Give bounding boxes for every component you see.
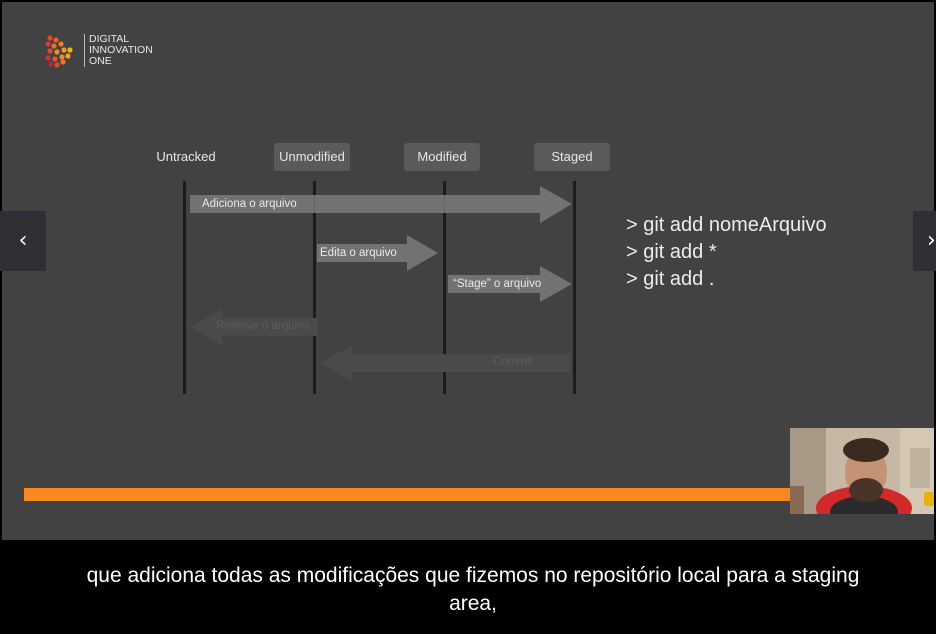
- slide-progress-bar: [24, 488, 793, 501]
- state-unmodified: Unmodified: [274, 143, 350, 171]
- arrow-remove-label: Remove o arquivo: [216, 320, 310, 332]
- arrow-remove: [190, 309, 318, 345]
- command-line: > git add *: [626, 241, 717, 263]
- state-staged: Staged: [534, 143, 610, 171]
- presenter-webcam: [790, 428, 934, 514]
- state-untracked: Untracked: [156, 149, 216, 164]
- prev-slide-button[interactable]: ‹: [0, 211, 46, 271]
- arrow-add: [190, 186, 572, 223]
- logo-line-1: DIGITAL: [89, 33, 130, 45]
- chevron-right-icon: ›: [927, 228, 936, 253]
- state-modified: Modified: [404, 143, 480, 171]
- logo-line-2: INNOVATION: [89, 44, 153, 56]
- arrow-edit: [317, 235, 438, 271]
- subtitle-caption: que adiciona todas as modificações que f…: [18, 562, 928, 618]
- caption-line-1: que adiciona todas as modificações que f…: [86, 564, 860, 587]
- command-line: > git add nomeArquivo: [626, 214, 827, 236]
- lifeline-modified: [443, 181, 446, 394]
- command-line: > git add .: [626, 268, 715, 290]
- arrow-commit-label: Commit: [493, 356, 533, 368]
- arrow-add-label: Adiciona o arquivo: [202, 198, 297, 210]
- dio-logo-icon: [45, 35, 73, 68]
- lifeline-unmodified: [313, 181, 316, 394]
- arrow-edit-label: Edita o arquivo: [320, 247, 397, 259]
- arrow-stage: [448, 266, 572, 302]
- lifeline-staged: [573, 181, 576, 394]
- git-commands: > git add nomeArquivo > git add * > git …: [626, 212, 827, 293]
- chevron-left-icon: ‹: [18, 228, 28, 253]
- logo-line-3: ONE: [89, 55, 112, 67]
- arrow-stage-label: “Stage” o arquivo: [453, 278, 542, 290]
- next-slide-button[interactable]: ›: [913, 211, 936, 271]
- logo-text: DIGITAL INNOVATION ONE: [84, 34, 153, 67]
- caption-line-2: area,: [449, 592, 497, 615]
- lifecycle-arrows: [190, 186, 572, 381]
- arrow-commit: [320, 345, 570, 381]
- video-slide[interactable]: DIGITAL INNOVATION ONE Untracked Unmodif…: [2, 2, 934, 540]
- lifeline-untracked: [183, 181, 186, 394]
